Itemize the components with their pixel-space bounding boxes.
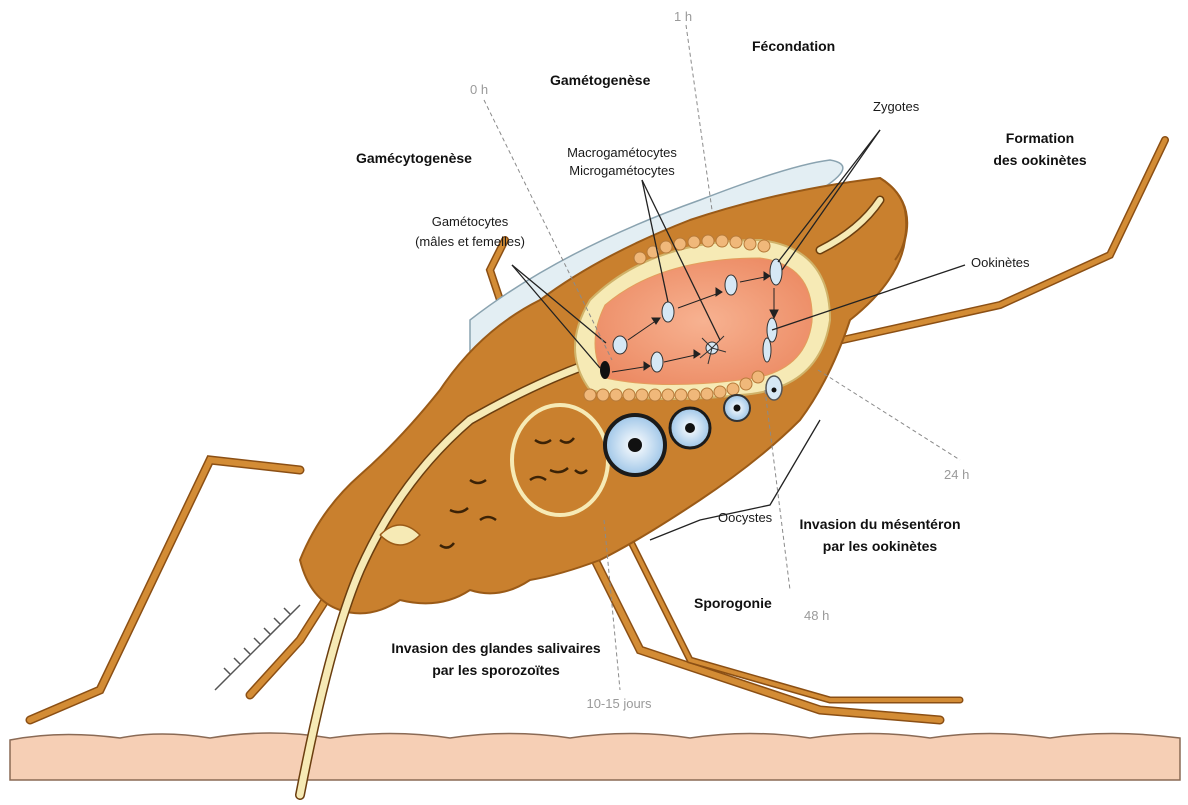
label-microgametocytes: Microgamétocytes: [569, 162, 674, 179]
stage-formation-line2: des ookinètes: [993, 152, 1086, 169]
label-gametocytes-line2: (mâles et femelles): [415, 233, 525, 250]
skin-surface: [10, 733, 1180, 780]
time-10-15-jours: 10-15 jours: [586, 695, 651, 712]
stage-gametocytogenese: Gamécytogenèse: [356, 150, 472, 167]
time-0h: 0 h: [470, 81, 488, 98]
stage-formation-line1: Formation: [1006, 130, 1074, 147]
stage-invasion-mesenteron-line1: Invasion du mésentéron: [799, 516, 960, 533]
time-24h: 24 h: [944, 466, 969, 483]
stage-gametogenese: Gamétogenèse: [550, 72, 650, 89]
label-gametocytes-line1: Gamétocytes: [432, 213, 509, 230]
stage-sporogonie: Sporogonie: [694, 595, 772, 612]
time-1h: 1 h: [674, 8, 692, 25]
stage-invasion-glandes-line1: Invasion des glandes salivaires: [391, 640, 600, 657]
label-oocystes: Oocystes: [718, 509, 772, 526]
stage-invasion-mesenteron-line2: par les ookinètes: [823, 538, 937, 555]
label-ookinetes: Ookinètes: [971, 254, 1030, 271]
time-48h: 48 h: [804, 607, 829, 624]
stage-fecondation: Fécondation: [752, 38, 835, 55]
stage-invasion-glandes-line2: par les sporozoïtes: [432, 662, 560, 679]
label-zygotes: Zygotes: [873, 98, 919, 115]
label-macrogametocytes: Macrogamétocytes: [567, 144, 677, 161]
